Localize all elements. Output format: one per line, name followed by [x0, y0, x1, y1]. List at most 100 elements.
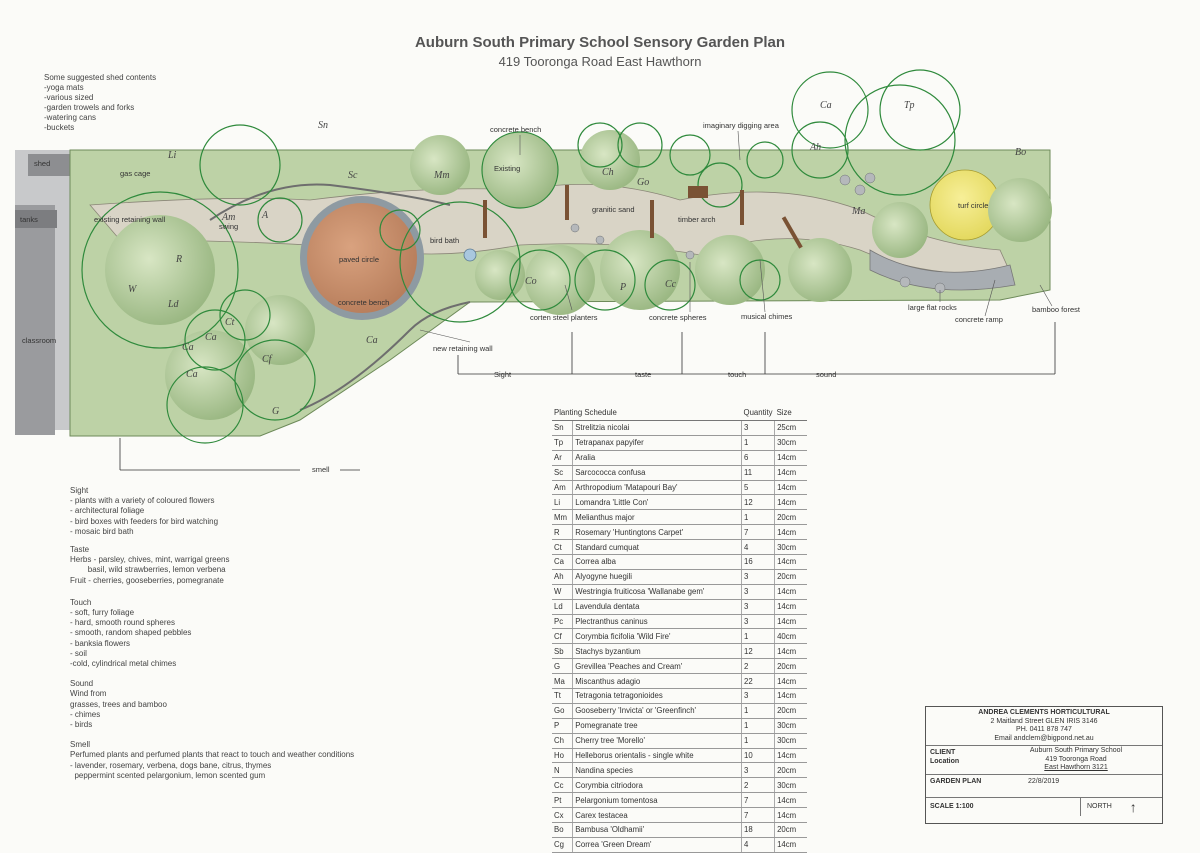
quantity-cell: 12 — [741, 643, 776, 660]
plant-name-cell: Lomandra 'Little Con' — [572, 494, 743, 511]
plant-code-cell: P — [552, 718, 574, 734]
location-label: Location — [930, 758, 960, 765]
plant-code-cell: Ct — [552, 539, 574, 556]
touch-title: Touch — [70, 597, 92, 607]
shed-note: Some suggested shed contents — [44, 73, 157, 82]
plant-code: Sn — [318, 120, 328, 131]
plant-code: Ld — [167, 299, 180, 310]
sight-title: Sight — [70, 486, 89, 495]
size-cell: 14cm — [774, 614, 807, 630]
plant-code-cell: Am — [552, 480, 574, 496]
quantity-cell: 3 — [741, 569, 776, 585]
plant-name-cell: Lavendula dentata — [572, 599, 743, 615]
quantity-cell: 3 — [741, 420, 776, 436]
large-flat-rocks-label: large flat rocks — [908, 303, 957, 312]
touch-section: Touch - soft, furry foliage - hard, smoo… — [70, 598, 450, 669]
plant-code-cell: G — [552, 658, 574, 675]
plant-code-cell: Ma — [552, 673, 574, 690]
senses-axis — [119, 322, 1056, 471]
concrete-bench-label: concrete bench — [338, 298, 389, 307]
quantity-cell: 22 — [741, 673, 776, 690]
quantity-cell: 7 — [741, 524, 776, 541]
quantity-cell: 7 — [741, 792, 776, 809]
plant-code: Am — [221, 212, 235, 223]
plant-code: Ah — [809, 142, 821, 153]
schedule-header-row: Planting Schedule Quantity Size — [552, 405, 807, 421]
shed-note: -buckets — [44, 123, 75, 132]
size-cell: 14cm — [774, 465, 807, 481]
timber-arch-label: timber arch — [678, 215, 716, 224]
plant-name-cell: Corymbia ficifolia 'Wild Fire' — [572, 628, 743, 645]
senses-sound: sound — [816, 370, 836, 379]
plant-name-cell: Carex testacea — [572, 807, 743, 824]
plant-code: R — [175, 254, 182, 265]
scale-row: SCALE 1:100 NORTH ↑ — [926, 797, 1162, 816]
client-name: Auburn South Primary School — [1029, 747, 1123, 754]
size-cell: 20cm — [774, 703, 807, 719]
shed-block — [28, 154, 70, 176]
tree-canopies — [81, 69, 961, 444]
plant-code-cell: Cx — [552, 807, 574, 824]
firm-phone: PH. 0411 878 747 — [1016, 726, 1072, 733]
note-line: - banksia flowers — [70, 638, 131, 648]
plant-name-cell: Rosemary 'Huntingtons Carpet' — [572, 524, 743, 541]
plant-name-cell: Standard cumquat — [572, 539, 743, 556]
note-line: Herbs - parsley, chives, mint, warrigal … — [70, 555, 230, 565]
note-line: - chimes — [70, 709, 101, 719]
size-cell: 14cm — [774, 792, 807, 809]
size-cell: 30cm — [774, 718, 807, 734]
plant-code: Ct — [225, 317, 235, 328]
plant-code-cell: Sc — [552, 465, 574, 481]
plant-code: Bo — [1015, 147, 1026, 158]
size-cell: 14cm — [774, 807, 807, 824]
schedule-header-name: Planting Schedule — [552, 405, 742, 421]
client-label: CLIENT — [930, 749, 956, 756]
plan-labels: shed tanks classroom gas cage existing r… — [20, 121, 1081, 474]
quantity-cell: 3 — [741, 599, 776, 615]
firm-name: ANDREA CLEMENTS HORTICULTURAL — [978, 709, 1110, 716]
note-line: - plants with a variety of coloured flow… — [70, 496, 215, 506]
client-address-1: 419 Tooronga Road — [1045, 755, 1107, 763]
quantity-cell: 11 — [741, 465, 776, 481]
shed-note: -garden trowels and forks — [44, 103, 135, 112]
plant-code: Ca — [366, 335, 378, 346]
quantity-cell: 3 — [741, 584, 776, 600]
plant-code-cell: Pt — [552, 792, 574, 809]
corten-steel-planters-label: corten steel planters — [530, 313, 598, 322]
plant-code-cell: Ch — [552, 733, 574, 749]
plant-code-cell: Tt — [552, 688, 574, 704]
plant-code: A — [261, 210, 269, 221]
existing-retaining-wall-label: existing retaining wall — [94, 215, 166, 224]
bird-bath-icon — [463, 248, 477, 262]
size-cell: 30cm — [774, 733, 807, 749]
shed-label: shed — [34, 159, 50, 168]
bamboo-forest-label: bamboo forest — [1032, 305, 1081, 314]
plant-code-cell: Ah — [552, 569, 574, 585]
tanks-block — [15, 210, 57, 228]
note-line: - architectural foliage — [70, 506, 145, 516]
quantity-cell: 1 — [741, 435, 776, 451]
plant-code: Li — [167, 150, 177, 161]
note-line: -cold, cylindrical metal chimes — [70, 659, 177, 669]
plant-code: Tp — [904, 100, 915, 111]
plant-code: Ca — [205, 332, 217, 343]
size-cell: 20cm — [774, 762, 807, 779]
new-retaining-wall-label: new retaining wall — [433, 344, 493, 353]
size-cell: 20cm — [774, 658, 807, 675]
shed-note: -yoga mats — [44, 83, 84, 92]
plant-code: Ch — [602, 167, 614, 178]
plant-code: Go — [637, 177, 649, 188]
note-line: - lavender, rosemary, verbena, dogs bane… — [70, 760, 272, 770]
plant-code-cell: Li — [552, 494, 574, 511]
